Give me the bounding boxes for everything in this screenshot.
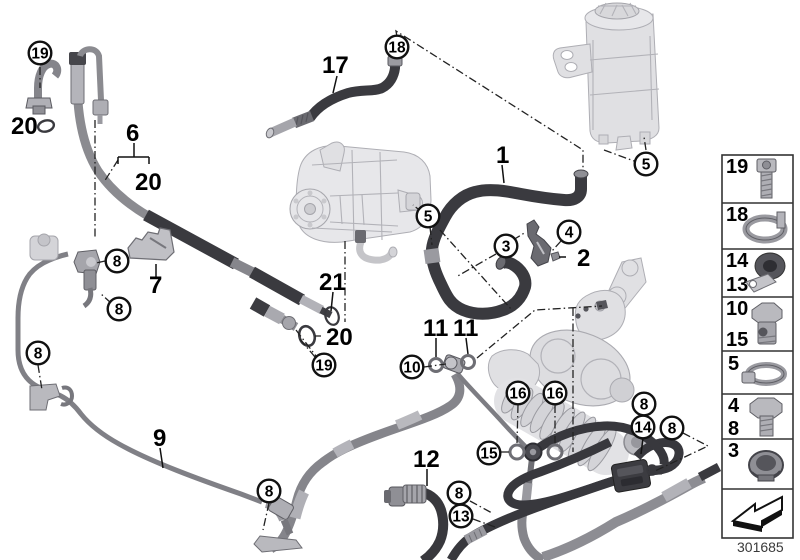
svg-text:8: 8	[115, 302, 124, 319]
svg-text:1: 1	[496, 142, 509, 169]
svg-text:8: 8	[34, 346, 43, 363]
svg-text:4: 4	[728, 395, 740, 417]
svg-text:17: 17	[322, 52, 349, 79]
svg-text:12: 12	[413, 446, 440, 473]
svg-text:2: 2	[577, 245, 590, 272]
svg-text:4: 4	[565, 225, 574, 242]
svg-text:8: 8	[113, 254, 122, 271]
svg-text:10: 10	[726, 298, 748, 320]
svg-text:20: 20	[11, 113, 38, 140]
svg-text:8: 8	[640, 397, 649, 414]
svg-text:21: 21	[319, 269, 346, 296]
svg-text:10: 10	[403, 360, 420, 377]
svg-text:20: 20	[135, 169, 162, 196]
svg-text:13: 13	[726, 274, 748, 296]
svg-text:20: 20	[326, 324, 353, 351]
svg-text:14: 14	[634, 420, 652, 437]
svg-text:5: 5	[728, 353, 739, 375]
svg-text:18: 18	[726, 204, 748, 226]
svg-text:19: 19	[31, 46, 49, 63]
svg-text:8: 8	[265, 484, 274, 501]
svg-text:6: 6	[126, 120, 139, 147]
svg-text:8: 8	[455, 486, 464, 503]
svg-text:13: 13	[452, 509, 470, 526]
svg-text:19: 19	[315, 358, 333, 375]
svg-text:3: 3	[502, 239, 511, 256]
svg-text:3: 3	[728, 440, 739, 462]
svg-text:9: 9	[153, 425, 166, 452]
svg-text:5: 5	[642, 157, 651, 174]
svg-text:19: 19	[726, 156, 748, 178]
svg-text:11: 11	[453, 315, 478, 342]
svg-text:8: 8	[668, 421, 677, 438]
svg-text:15: 15	[480, 446, 498, 463]
svg-text:7: 7	[149, 272, 162, 299]
svg-text:11: 11	[423, 315, 448, 342]
svg-text:18: 18	[388, 40, 406, 57]
svg-text:8: 8	[728, 418, 739, 440]
svg-text:301685: 301685	[737, 539, 784, 555]
svg-text:14: 14	[726, 250, 749, 272]
svg-text:16: 16	[546, 386, 564, 403]
svg-text:5: 5	[424, 209, 433, 226]
svg-text:15: 15	[726, 329, 748, 351]
svg-text:16: 16	[509, 386, 527, 403]
